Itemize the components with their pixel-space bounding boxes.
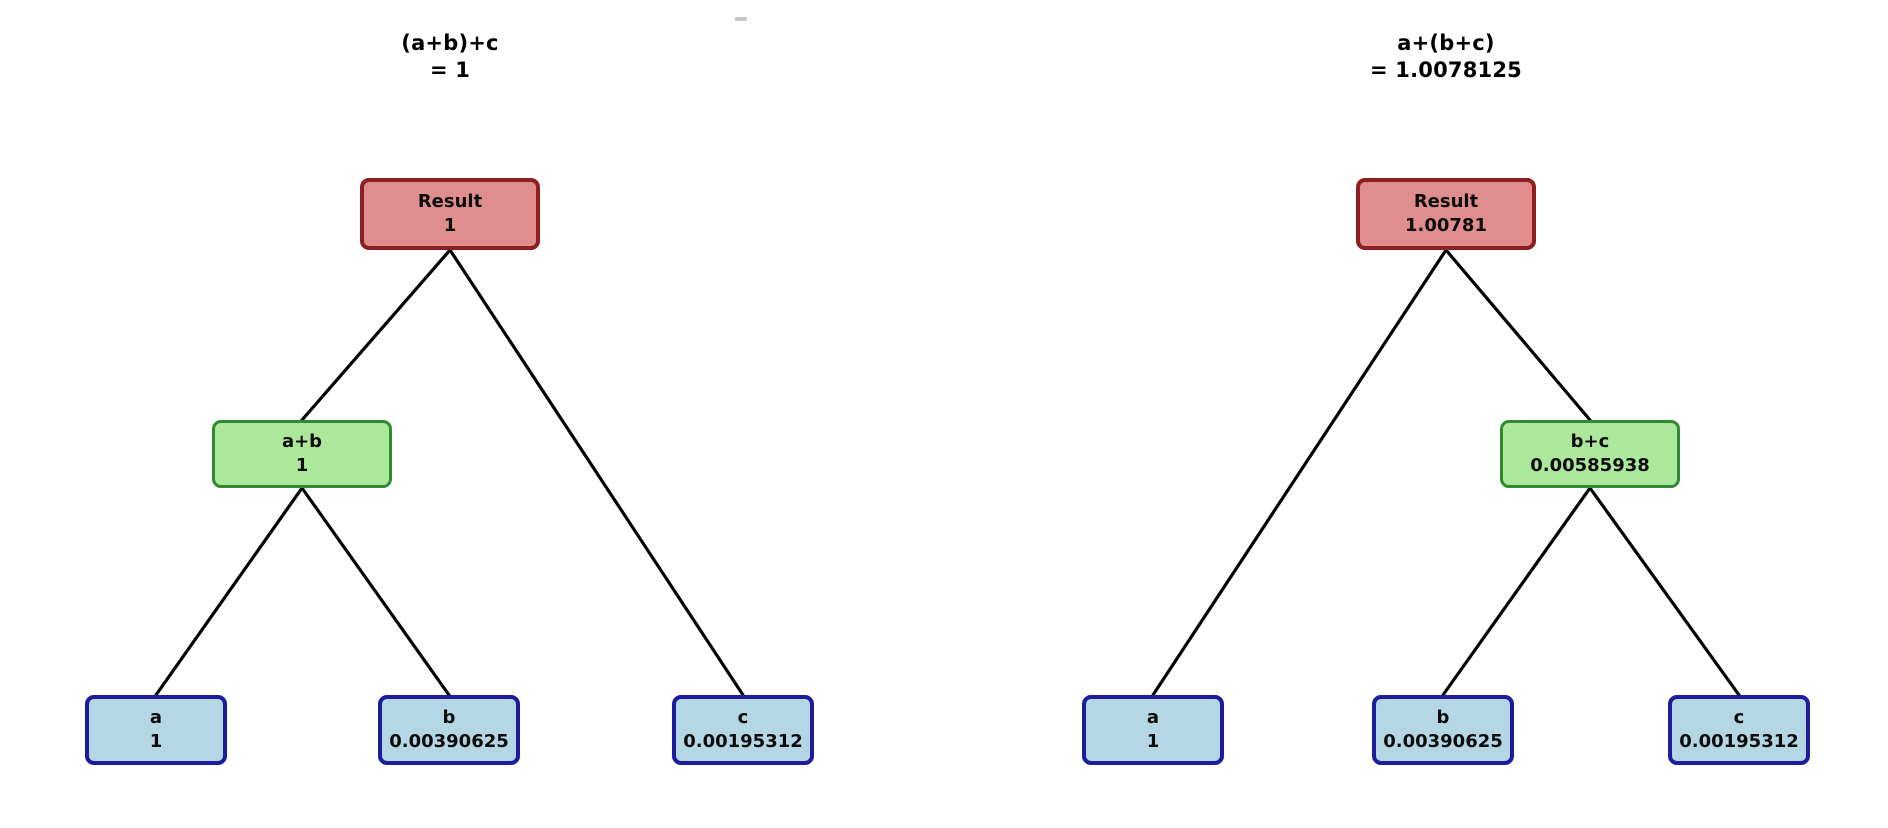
tree-edge-r-result-to-r-bc (1444, 248, 1592, 422)
node-label: b (1436, 706, 1450, 728)
node-value: 1 (1146, 731, 1160, 752)
tree-node-r-c[interactable]: c 0.00195312 (1668, 695, 1810, 765)
node-label: b+c (1570, 430, 1610, 452)
node-label: Result (417, 190, 483, 212)
tree-node-l-b[interactable]: b 0.00390625 (378, 695, 520, 765)
node-value: 1 (295, 455, 309, 476)
node-value: 1 (149, 731, 163, 752)
node-label: a (149, 706, 163, 728)
tree-edge-l-result-to-l-c (448, 248, 745, 697)
node-value: 0.00390625 (1383, 731, 1503, 752)
tree-node-l-c[interactable]: c 0.00195312 (672, 695, 814, 765)
tree-edge-l-ab-to-l-b (300, 486, 451, 697)
tree-edge-r-bc-to-r-b (1441, 486, 1592, 697)
tree-node-r-bc[interactable]: b+c 0.00585938 (1500, 420, 1680, 488)
tree-title-left: (a+b)+c = 1 (360, 30, 540, 85)
node-value: 0.00195312 (1679, 731, 1799, 752)
node-value: 1.00781 (1405, 215, 1487, 236)
tree-node-r-result[interactable]: Result 1.00781 (1356, 178, 1536, 250)
tree-node-l-result[interactable]: Result 1 (360, 178, 540, 250)
top-speck (735, 17, 747, 21)
tree-title-expression: (a+b)+c (401, 31, 499, 55)
node-value: 0.00195312 (683, 731, 803, 752)
node-label: b (442, 706, 456, 728)
tree-node-r-b[interactable]: b 0.00390625 (1372, 695, 1514, 765)
tree-title-expression: a+(b+c) (1397, 31, 1495, 55)
node-label: c (1733, 706, 1745, 728)
tree-edge-l-result-to-l-ab (300, 248, 452, 422)
tree-title-result: = 1.0078125 (1370, 58, 1522, 83)
tree-title-right: a+(b+c) = 1.0078125 (1356, 30, 1536, 85)
tree-edge-r-result-to-r-a (1151, 248, 1448, 697)
tree-node-l-ab[interactable]: a+b 1 (212, 420, 392, 488)
node-value: 0.00390625 (389, 731, 509, 752)
tree-edge-l-ab-to-l-a (154, 486, 304, 697)
node-value: 0.00585938 (1530, 455, 1650, 476)
node-value: 1 (443, 215, 457, 236)
tree-edge-r-bc-to-r-c (1588, 486, 1741, 697)
node-label: a+b (281, 430, 323, 452)
node-label: Result (1413, 190, 1479, 212)
tree-title-result: = 1 (429, 58, 471, 83)
node-label: c (737, 706, 749, 728)
node-label: a (1146, 706, 1160, 728)
